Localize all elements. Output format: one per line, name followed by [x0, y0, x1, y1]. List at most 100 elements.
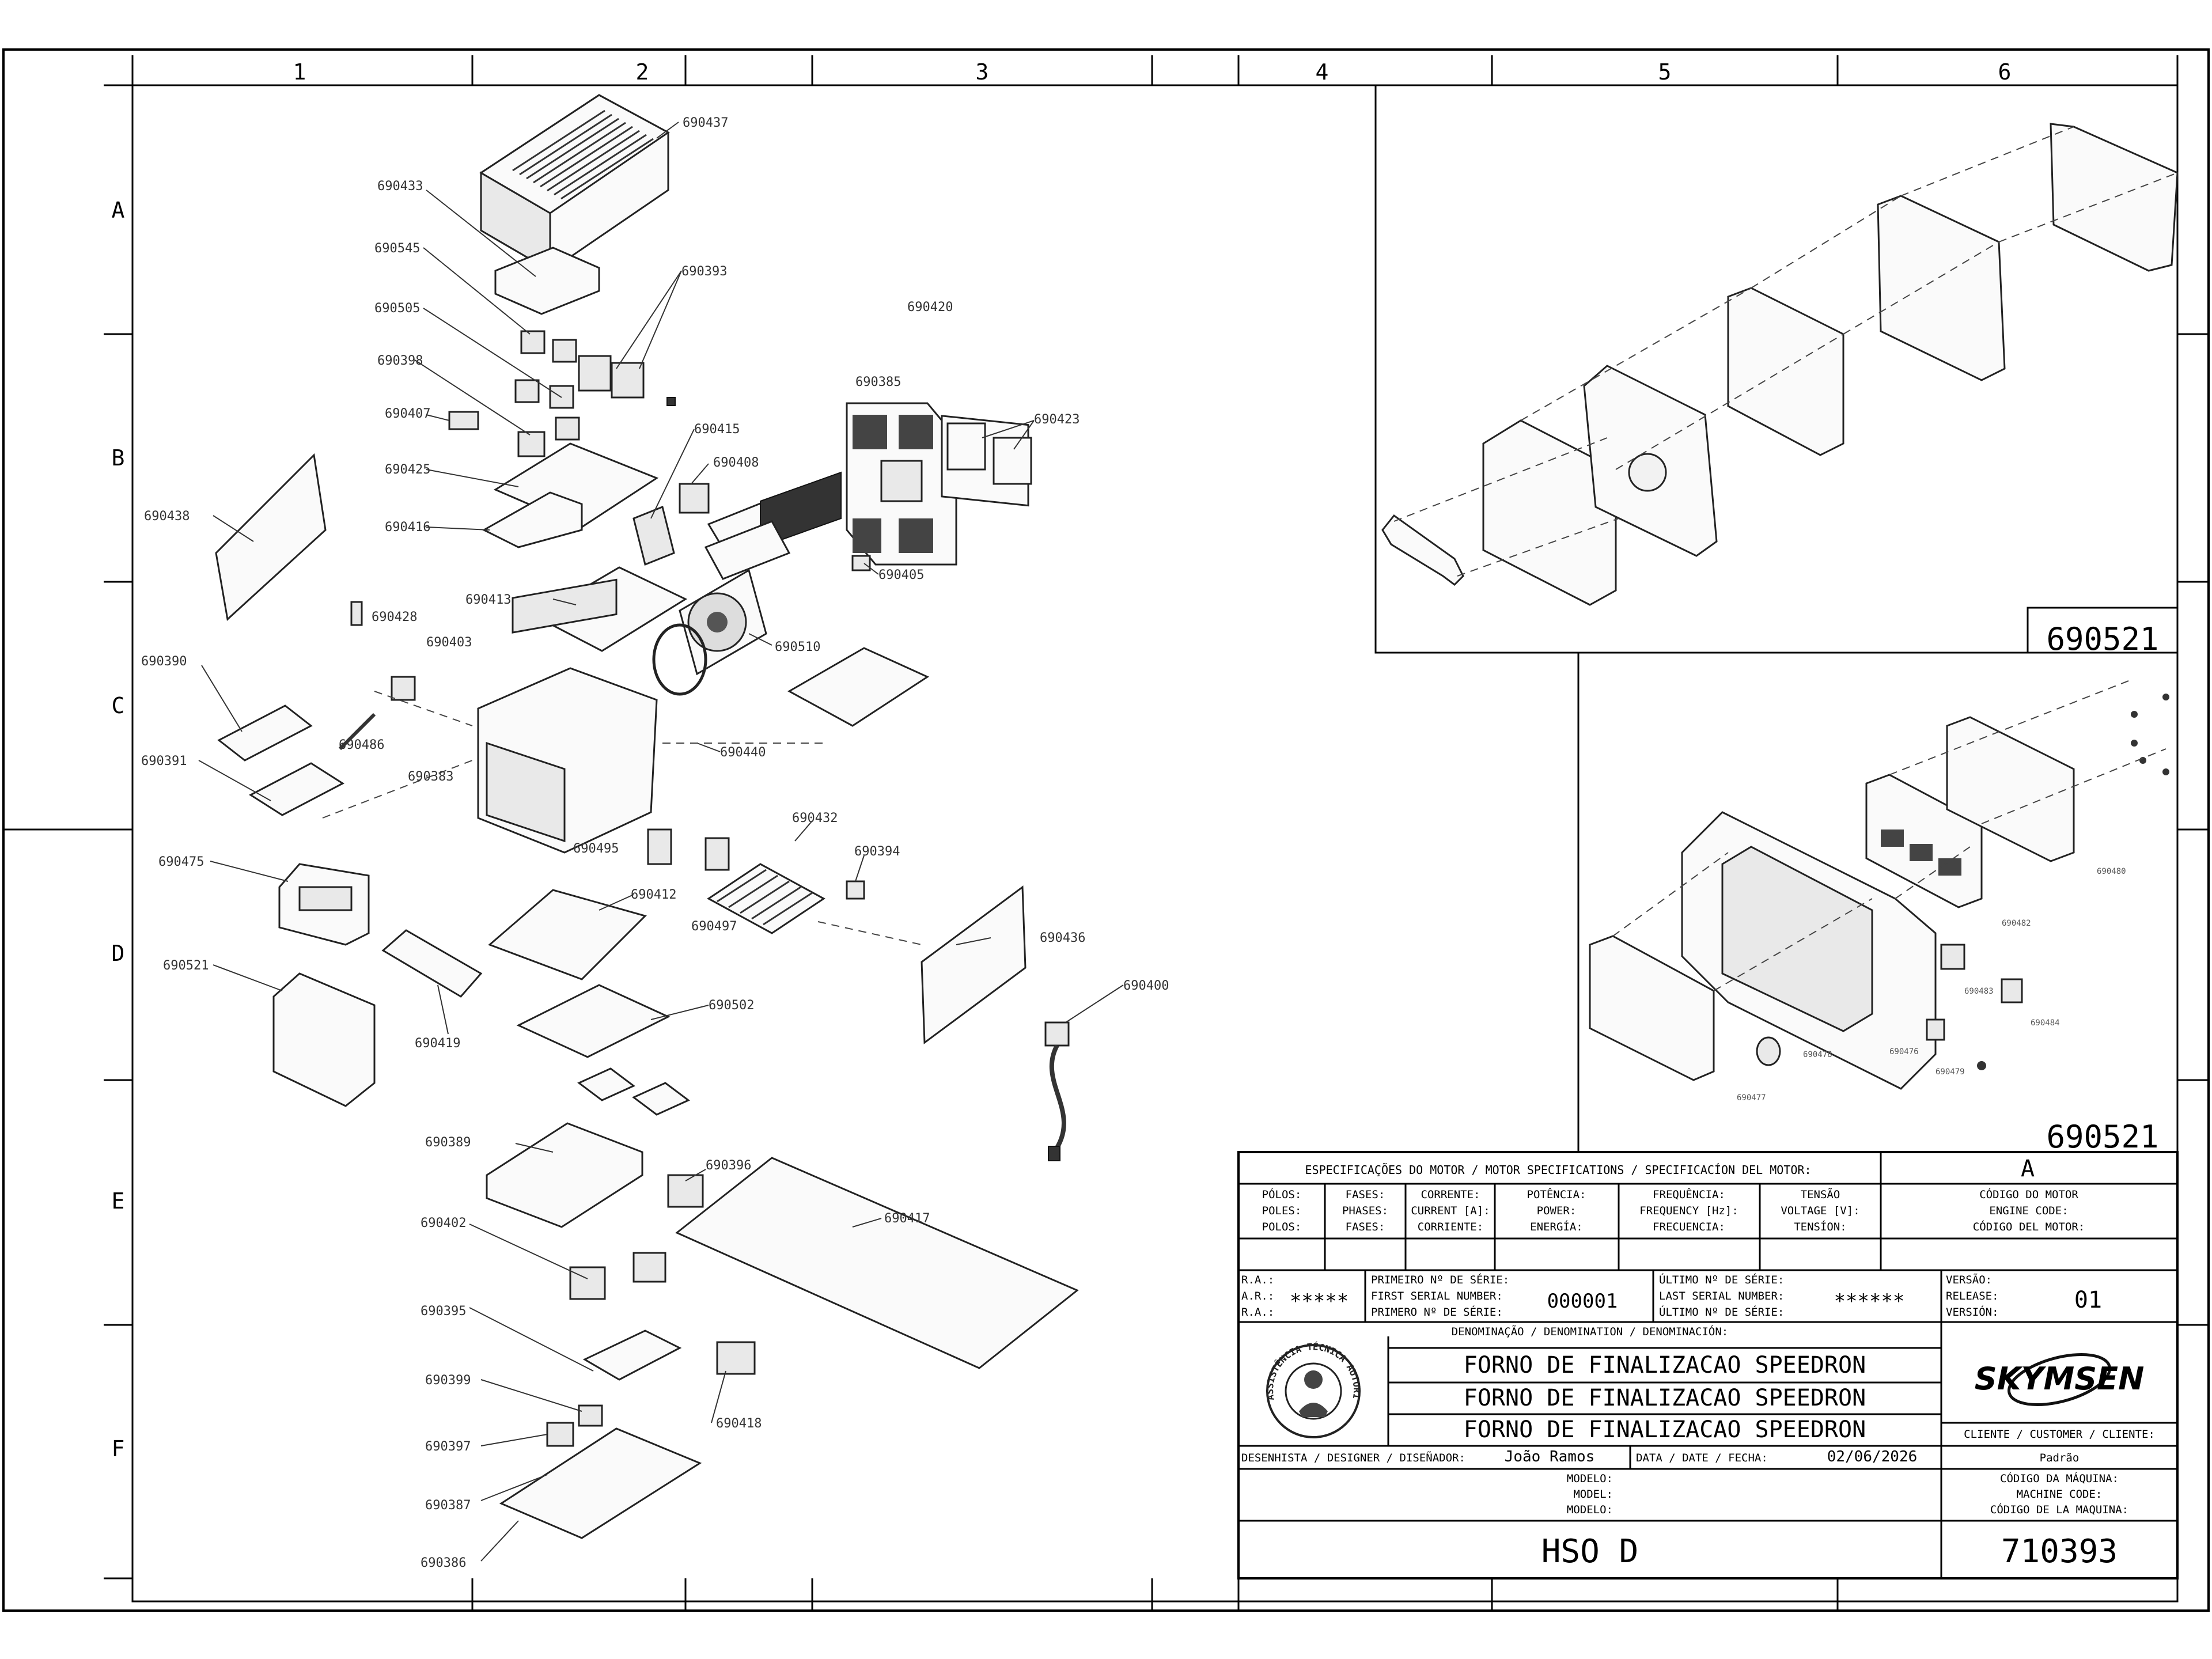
callout-690393: 690393: [681, 264, 727, 279]
part-bracket-690497: [704, 837, 730, 871]
denomination-en: FORNO DE FINALIZACAO SPEEDRON: [1464, 1385, 1866, 1411]
designer-value: João Ramos: [1505, 1448, 1595, 1465]
callout-690419: 690419: [415, 1036, 460, 1051]
callout-690386: 690386: [421, 1556, 466, 1570]
detail-bottom-reference: 690521: [2046, 1119, 2158, 1155]
voltage-label-es: TENSÍON:: [1794, 1220, 1847, 1233]
ra-value: *****: [1290, 1290, 1349, 1313]
revision-letter: A: [2021, 1156, 2035, 1182]
detail-view-bottom: 690480 690482 690483 690484 690476 69047…: [1577, 653, 2169, 1155]
detail-callout-690477: 690477: [1737, 1093, 1766, 1103]
callout-690417: 690417: [884, 1211, 930, 1226]
callout-690413: 690413: [465, 593, 511, 607]
callout-690383: 690383: [408, 770, 453, 784]
part-terminal-690396: [667, 1174, 704, 1208]
callout-690418: 690418: [716, 1416, 762, 1431]
callout-690440: 690440: [720, 745, 766, 760]
part-power-cord: [1044, 1021, 1070, 1161]
power-label-es: ENERGÍA:: [1530, 1220, 1583, 1233]
callout-690415: 690415: [694, 422, 740, 437]
main-exploded-view: [198, 94, 1124, 1562]
callout-690545: 690545: [374, 241, 420, 256]
frequency-label-es: FRECUENCIA:: [1653, 1221, 1725, 1233]
column-label-4: 4: [1316, 59, 1329, 85]
detail-callout-690478: 690478: [1803, 1050, 1832, 1059]
callout-690428: 690428: [372, 610, 417, 624]
part-front-panel: [278, 863, 370, 946]
callout-690390: 690390: [141, 654, 187, 669]
callout-690436: 690436: [1040, 931, 1085, 945]
part-motor-690495: [647, 828, 672, 865]
callout-690385: 690385: [855, 375, 901, 389]
callout-690408: 690408: [713, 456, 759, 470]
callout-690423: 690423: [1034, 412, 1080, 427]
column-label-3: 3: [976, 59, 989, 85]
part-control-board: [217, 704, 313, 762]
first-serial-label-es: PRIMERO Nº DE SÉRIE:: [1371, 1305, 1503, 1319]
callout-690394: 690394: [854, 844, 900, 859]
detail-callout-690476: 690476: [1889, 1047, 1919, 1056]
callout-690432: 690432: [792, 811, 838, 825]
part-base-cover: [486, 1122, 643, 1228]
phases-label-en: PHASES:: [1342, 1205, 1388, 1217]
version-label-pt: VERSÃO:: [1946, 1273, 1992, 1286]
detail-callout-690484: 690484: [2031, 1018, 2060, 1028]
callout-690397: 690397: [425, 1440, 471, 1454]
column-label-1: 1: [293, 59, 306, 85]
row-label-a: A: [112, 198, 125, 223]
detail-top-reference: 690521: [2046, 621, 2158, 657]
callout-690396: 690396: [706, 1158, 751, 1173]
leader-lines: [198, 122, 1124, 1562]
detail-callout-690482: 690482: [2002, 919, 2031, 928]
part-door: [272, 972, 376, 1107]
callout-690502: 690502: [709, 998, 754, 1013]
denomination-pt: FORNO DE FINALIZACAO SPEEDRON: [1464, 1352, 1866, 1378]
engine-code-label-en: ENGINE CODE:: [1989, 1205, 2068, 1217]
brand-name: SKYMSEN: [1975, 1361, 2145, 1397]
part-perforated-plate: [787, 647, 930, 727]
client-value: Padrão: [2040, 1452, 2080, 1464]
callout-690497: 690497: [691, 919, 737, 934]
machine-code-label-es: CÓDIGO DE LA MAQUINA:: [1990, 1502, 2128, 1516]
callout-690505: 690505: [374, 301, 420, 316]
callout-690398: 690398: [377, 354, 423, 368]
motor-spec-header: ESPECIFICAÇÕES DO MOTOR / MOTOR SPECIFIC…: [1305, 1163, 1812, 1177]
current-label-es: CORRIENTE:: [1418, 1221, 1483, 1233]
part-panel-690423a: [946, 422, 986, 471]
voltage-label-pt: TENSÃO: [1801, 1188, 1840, 1201]
part-base-pan: [499, 1427, 702, 1539]
power-label-pt: POTÊNCIA:: [1527, 1188, 1586, 1201]
brand-logo: SKYMSEN: [1975, 1353, 2145, 1406]
callout-690407: 690407: [385, 407, 430, 421]
designer-label: DESENHISTA / DESIGNER / DISEÑADOR:: [1241, 1451, 1465, 1464]
part-left-side-panel: [215, 453, 327, 621]
part-relay-b: [632, 1252, 666, 1283]
ra-label-en: A.R.:: [1241, 1290, 1274, 1302]
callout-690403: 690403: [426, 635, 472, 650]
poles-label-pt: PÓLOS:: [1262, 1187, 1302, 1201]
knob-690478: [1756, 1036, 1781, 1066]
last-serial-label-es: ÚLTIMO Nº DE SÉRIE:: [1659, 1305, 1784, 1319]
model-label-en: MODEL:: [1573, 1488, 1613, 1501]
date-value: 02/06/2026: [1827, 1448, 1918, 1465]
part-sensor-690405: [851, 555, 871, 571]
part-switches: [514, 330, 580, 457]
engine-code-label-pt: CÓDIGO DO MOTOR: [1979, 1187, 2078, 1201]
detail-view-top: 690521: [1374, 84, 2179, 657]
row-label-d: D: [112, 941, 125, 966]
part-rack: [707, 863, 825, 934]
callout-690420: 690420: [907, 300, 953, 315]
row-label-f: F: [112, 1436, 125, 1461]
part-deflector: [482, 491, 583, 548]
part-bar: [338, 713, 376, 751]
model-label-pt: MODELO:: [1567, 1472, 1613, 1485]
callout-690438: 690438: [144, 509, 190, 524]
callout-690475: 690475: [158, 855, 204, 869]
last-serial-label-en: LAST SERIAL NUMBER:: [1659, 1290, 1784, 1302]
poles-label-es: POLOS:: [1262, 1221, 1302, 1233]
last-serial-label-pt: ÚLTIMO Nº DE SÉRIE:: [1659, 1272, 1784, 1286]
first-serial-value: 000001: [1547, 1290, 1618, 1313]
callout-690412: 690412: [631, 888, 676, 902]
date-label: DATA / DATE / FECHA:: [1636, 1452, 1768, 1464]
